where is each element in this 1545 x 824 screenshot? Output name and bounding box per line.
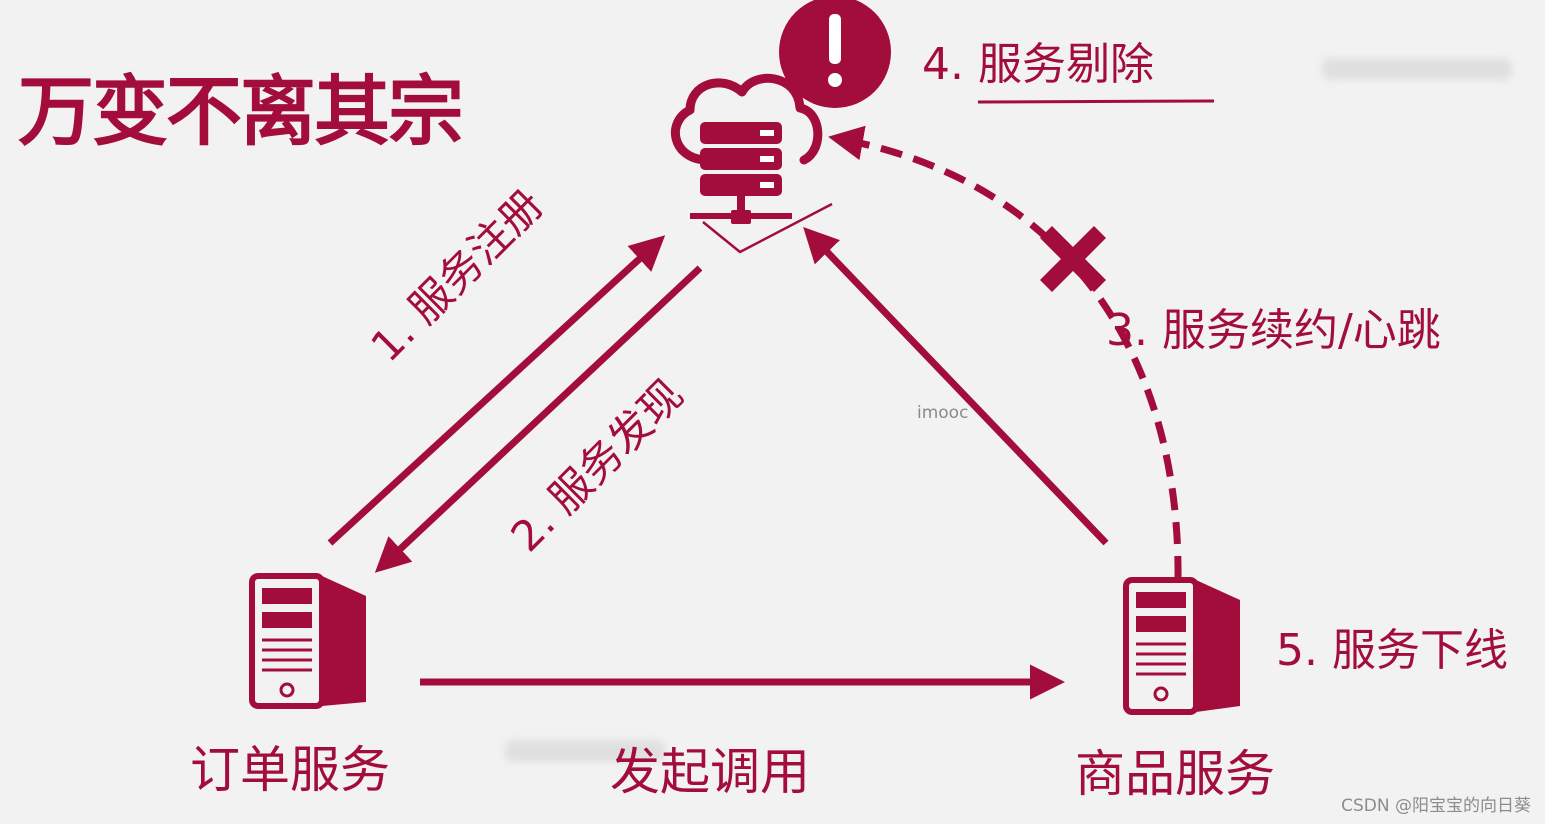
heartbeat-dashed-arc (828, 125, 1182, 579)
order-service-label: 订单服务 (190, 741, 390, 799)
blurred-artifact (1322, 58, 1512, 80)
product-to-registry-arrow (803, 226, 1109, 546)
blurred-artifact (505, 740, 665, 762)
step-offline-label: 5. 服务下线 (1276, 625, 1508, 676)
cloud-server-icon (670, 73, 833, 254)
discover-arrow (374, 265, 703, 573)
product-server-icon (1123, 577, 1240, 715)
watermark: imooc (917, 403, 969, 423)
product-service-label: 商品服务 (1075, 745, 1275, 803)
alert-icon (779, 0, 891, 108)
register-arrow (327, 235, 666, 546)
cross-mark-icon (1039, 225, 1107, 293)
order-server-icon (249, 573, 366, 709)
step-heartbeat-label: 3. 服务续约/心跳 (1106, 305, 1441, 356)
credit-text: CSDN @阳宝宝的向日葵 (1341, 796, 1531, 816)
step-evict-label: 4. 服务剔除 (922, 39, 1154, 90)
invoke-label: 发起调用 (610, 743, 810, 801)
evict-underline (977, 99, 1215, 104)
page-title: 万变不离其宗 (18, 67, 464, 156)
